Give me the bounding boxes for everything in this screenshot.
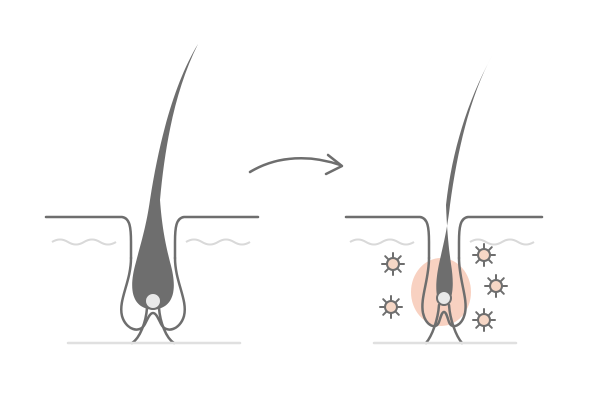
skin-wave-line [185,238,251,246]
bacteria-icon [472,243,496,267]
hair-shaft [132,44,198,310]
root-stalk [130,306,176,345]
skin-surface-line-right [457,215,544,260]
transition-arrow [248,153,344,176]
panel-healthy [44,44,260,345]
skin-surface-line-right [173,215,260,260]
dermal-papilla [144,292,162,310]
skin-wave-line [469,238,535,246]
bacteria-icon [472,308,496,332]
follicle-sheath [421,256,467,328]
arrow-head-icon [324,153,344,176]
root-stalk [424,303,464,345]
bacteria-particles [379,243,508,332]
bacteria-icon [484,274,508,298]
arrow-right-icon [248,156,342,174]
bacteria-icon [379,295,403,319]
panel-inflamed [344,56,544,345]
skin-surface-line [344,215,431,260]
dermal-papilla [436,290,452,306]
skin-wave-line [349,238,415,246]
bacteria-icon [381,252,405,276]
skin-wave-line [51,238,117,246]
follicle-sheath [119,256,187,331]
skin-surface-line [44,215,133,260]
hair-shaft [436,56,492,306]
